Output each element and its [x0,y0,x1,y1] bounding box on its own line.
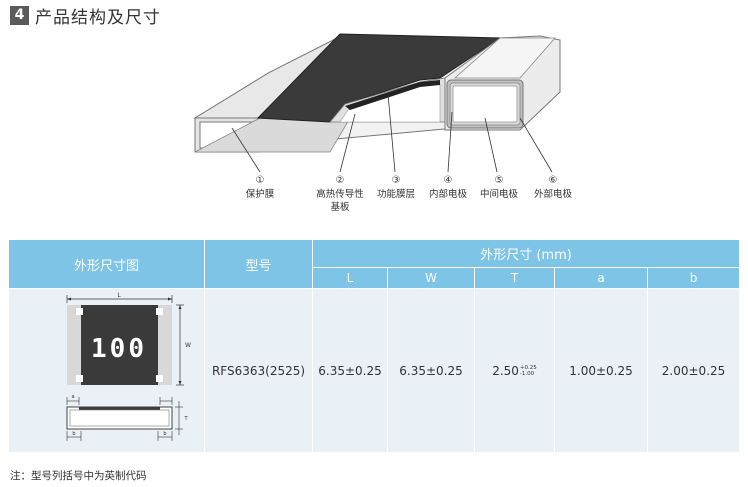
cell-a: 1.00±0.25 [554,288,648,453]
section-number: 4 [10,5,29,25]
cell-T: 2.50+0.25-1.00 [474,288,555,453]
dim-T-label: T [183,416,188,422]
label-1-text: 保护膜 [246,188,275,200]
header-W: W [387,267,475,289]
label-4-num: ④ [444,175,453,186]
dimension-figure: L 100 W a [66,292,191,441]
label-5-num: ⑤ [495,175,504,186]
cell-T-minus: -1.00 [519,371,535,377]
header-T: T [474,267,555,289]
label-1-num: ① [256,175,265,186]
cell-T-tolerance: +0.25-1.00 [520,365,537,377]
section-title: 4 产品结构及尺寸 [10,4,161,28]
table-row: L 100 W a [8,288,741,453]
cell-L: 6.35±0.25 [312,288,388,453]
dim-b-left-label: b [72,431,75,437]
footnote: 注：型号列括号中为英制代码 [10,470,147,482]
spec-table: 外形尺寸图 型号 外形尺寸 (mm) L W T a b L [8,239,741,453]
label-2-text: 高热传导性 [316,188,364,200]
dim-W-label: W [185,342,191,349]
header-dimensions: 外形尺寸 (mm) [311,239,741,268]
header-L: L [312,267,388,289]
label-2-text2: 基板 [330,201,350,213]
header-model: 型号 [204,239,313,289]
header-b: b [646,267,741,289]
label-6-num: ⑥ [549,175,558,186]
cell-model: RFS6363(2525) [204,288,313,453]
label-5-text: 中间电极 [480,188,519,200]
chip-marking: 100 [91,334,147,364]
dim-b-right-label: b [163,431,166,437]
section-heading: 产品结构及尺寸 [35,7,161,28]
label-2-num: ② [336,175,345,186]
label-4-text: 内部电极 [429,188,468,200]
label-3-num: ③ [392,175,401,186]
structure-diagram: ① 保护膜 ② 高热传导性 基板 ③ 功能膜层 ④ 内部电极 ⑤ 中间电极 ⑥ … [193,33,573,213]
cell-b: 2.00±0.25 [646,288,741,453]
header-a: a [554,267,648,289]
cell-W: 6.35±0.25 [387,288,475,453]
header-figure: 外形尺寸图 [8,239,205,289]
cell-T-base: 2.50 [492,363,519,378]
cell-T-plus: +0.25 [519,365,537,371]
label-3-text: 功能膜层 [377,188,415,200]
label-6-text: 外部电极 [534,188,573,200]
dim-a-top-label: a [71,394,74,400]
dimension-figure-cell: L 100 W a [8,288,205,453]
dim-L-label: L [117,292,121,299]
